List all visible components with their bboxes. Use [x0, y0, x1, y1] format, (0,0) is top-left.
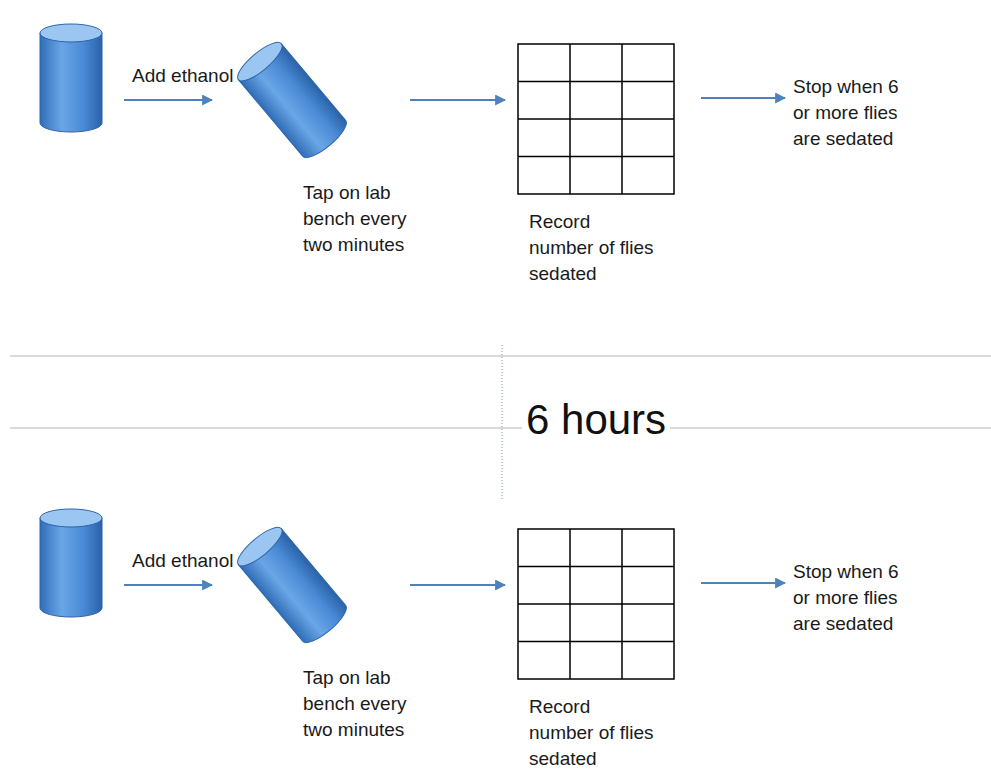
record-grid	[517, 528, 675, 680]
grid-frame	[518, 44, 674, 194]
tilted-vial	[232, 515, 352, 655]
dotted-line	[502, 345, 503, 500]
divider-line	[10, 356, 991, 357]
step-caption: Tap on lab bench every two minutes	[303, 665, 418, 743]
grid-line	[518, 641, 674, 643]
vial-top	[40, 24, 102, 42]
step-node: Record number of flies sedated	[517, 528, 675, 772]
vial-body	[40, 33, 102, 132]
grid-line	[518, 566, 674, 568]
tilted-vial	[232, 30, 352, 170]
step-node: Tap on lab bench every two minutes	[232, 515, 418, 743]
step-node: Tap on lab bench every two minutes	[232, 30, 418, 258]
arrow-label: Add ethanol	[130, 64, 235, 88]
flow-arrow	[410, 584, 505, 586]
step-caption: Record number of flies sedated	[529, 209, 657, 287]
grid-line	[518, 118, 674, 120]
step-text: Stop when 6 or more flies are sedated	[793, 74, 918, 152]
interval-label: 6 hours	[522, 396, 670, 444]
step-node	[38, 507, 104, 619]
flow-arrow	[410, 99, 505, 101]
grid-line	[518, 156, 674, 158]
vial-top	[40, 509, 102, 527]
vial-body	[40, 518, 102, 617]
step-caption: Stop when 6 or more flies are sedated	[793, 74, 918, 152]
grid-line	[518, 603, 674, 605]
grid-frame	[518, 529, 674, 679]
step-caption: Record number of flies sedated	[529, 694, 657, 772]
step-node: Record number of flies sedated	[517, 43, 675, 287]
vial-top	[233, 522, 287, 572]
flow-arrow	[701, 582, 785, 584]
flow-arrow	[124, 99, 212, 101]
step-text: Stop when 6 or more flies are sedated	[793, 559, 918, 637]
flow-arrow	[701, 97, 785, 99]
step-node	[38, 22, 104, 134]
grid-line	[518, 81, 674, 83]
arrow-label: Add ethanol	[130, 549, 235, 573]
vial	[38, 22, 104, 134]
record-grid	[517, 43, 675, 195]
vial-top	[233, 37, 287, 87]
divider-line	[10, 428, 991, 429]
vial	[38, 507, 104, 619]
step-caption: Tap on lab bench every two minutes	[303, 180, 418, 258]
flow-arrow	[124, 584, 212, 586]
step-caption: Stop when 6 or more flies are sedated	[793, 559, 918, 637]
